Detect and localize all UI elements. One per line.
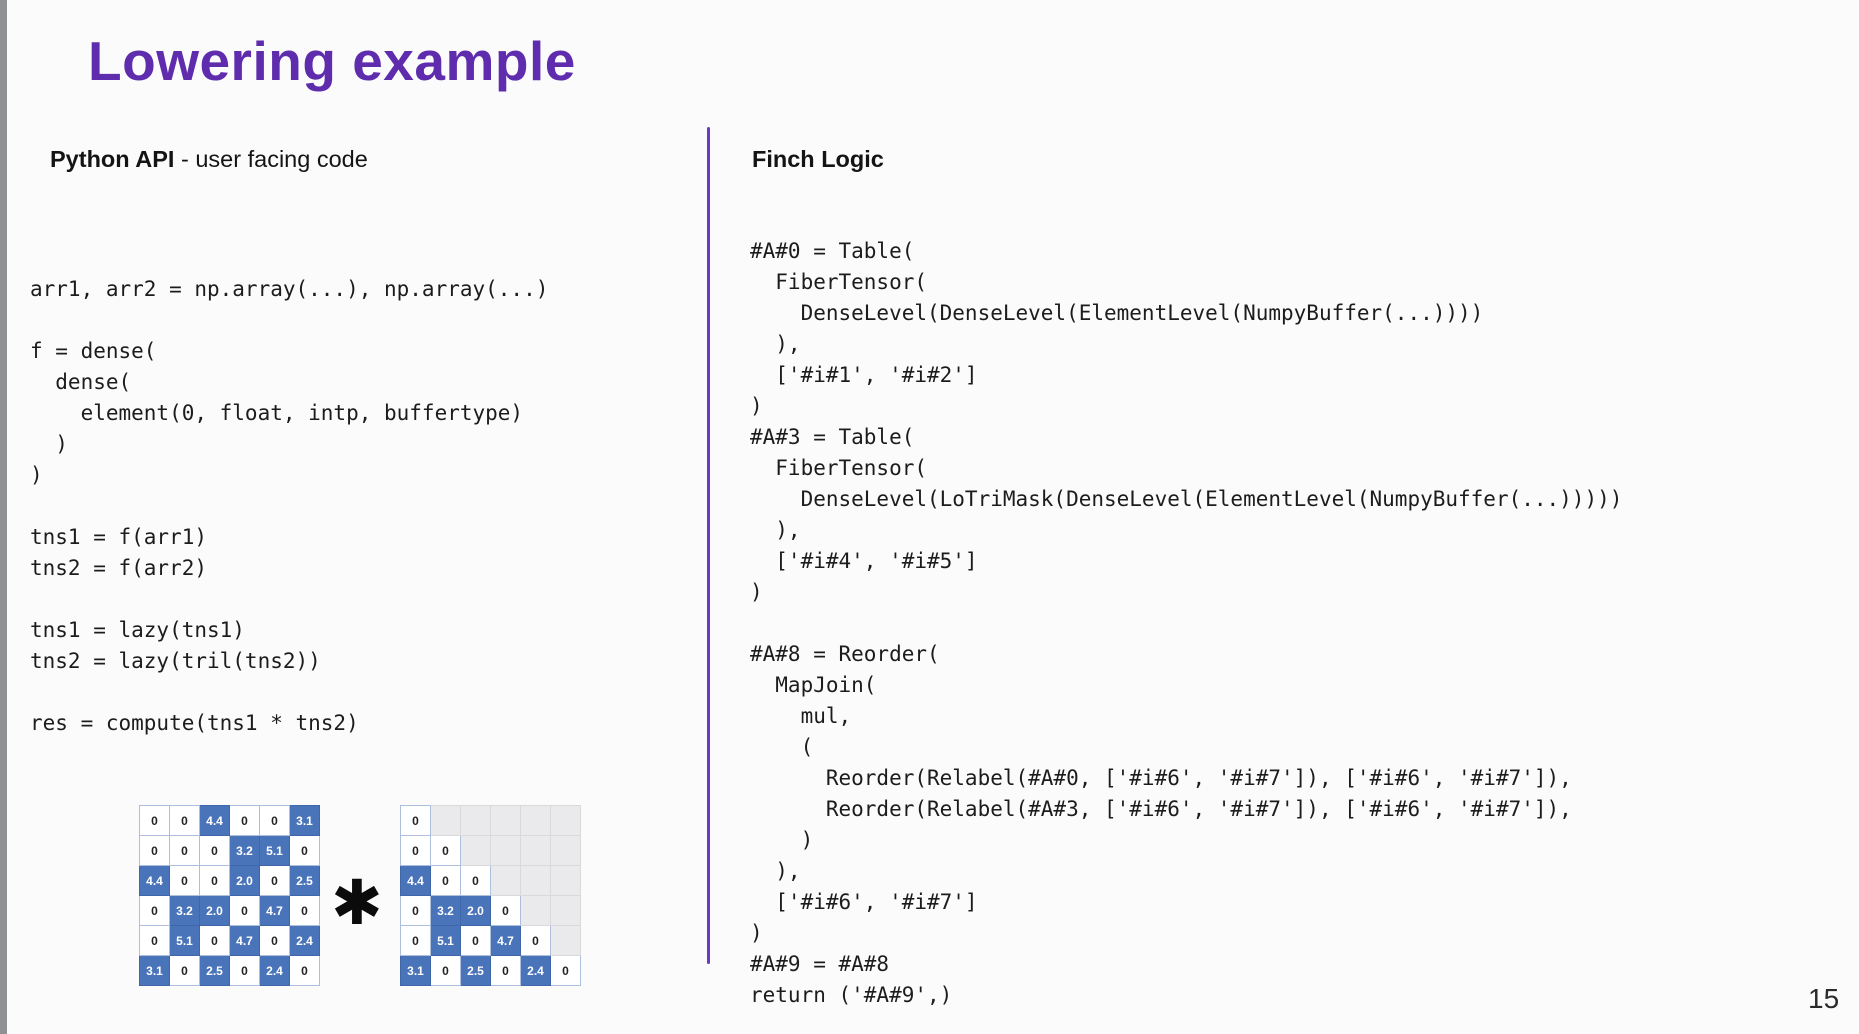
matrix-cell: 0 [430, 835, 461, 866]
matrix-cell: 0 [139, 895, 170, 926]
matrix-cell [550, 865, 581, 896]
matrix-cell: 0 [400, 895, 431, 926]
matrix-cell: 0 [139, 805, 170, 836]
matrix-cell: 0 [520, 925, 551, 956]
matrix-cell: 2.4 [259, 955, 290, 986]
matrix-cell: 0 [490, 895, 521, 926]
matrix-row: 0 [400, 805, 581, 836]
matrix-cell: 0 [289, 835, 320, 866]
matrix-cell [490, 865, 521, 896]
matrix-cell: 2.5 [460, 955, 491, 986]
matrix-cell [550, 925, 581, 956]
matrix-cell [460, 835, 491, 866]
matrix-cell: 0 [289, 955, 320, 986]
python-api-code: arr1, arr2 = np.array(...), np.array(...… [30, 277, 549, 735]
matrix-cell: 3.2 [229, 835, 260, 866]
matrix-cell: 3.1 [400, 955, 431, 986]
matrix-cell: 5.1 [430, 925, 461, 956]
matrix-cell [520, 835, 551, 866]
matrix-cell: 0 [169, 805, 200, 836]
matrix-cell: 2.0 [199, 895, 230, 926]
matrix-cell: 4.4 [139, 865, 170, 896]
matrix-cell: 0 [199, 925, 230, 956]
matrix-cell: 0 [229, 895, 260, 926]
matrix-cell [490, 835, 521, 866]
matrix-cell: 0 [169, 865, 200, 896]
matrix-cell [520, 895, 551, 926]
matrix-cell: 2.0 [460, 895, 491, 926]
matrix-cell: 0 [259, 925, 290, 956]
matrix-cell: 3.1 [289, 805, 320, 836]
matrix-cell: 0 [199, 835, 230, 866]
matrix-cell: 0 [289, 895, 320, 926]
matrix-cell: 4.7 [259, 895, 290, 926]
matrix-cell: 0 [430, 865, 461, 896]
matrix-cell: 0 [400, 835, 431, 866]
matrix-cell: 4.7 [229, 925, 260, 956]
matrix-cell: 0 [229, 955, 260, 986]
matrix-cell [520, 805, 551, 836]
matrix-cell: 0 [460, 925, 491, 956]
matrix-cell: 2.4 [520, 955, 551, 986]
page-number: 15 [1808, 983, 1840, 1014]
matrix-cell: 4.4 [199, 805, 230, 836]
window-edge [0, 0, 7, 1034]
column-divider [707, 127, 710, 964]
matrix-cell: 3.1 [139, 955, 170, 986]
left-panel-heading-rest: - user facing code [174, 146, 368, 172]
matrix-cell: 0 [430, 955, 461, 986]
matrix-cell: 0 [169, 835, 200, 866]
matrix-cell [490, 805, 521, 836]
matrix-cell: 0 [139, 835, 170, 866]
matrix-cell: 5.1 [259, 835, 290, 866]
matrix-cell [520, 865, 551, 896]
matrix-cell: 0 [199, 865, 230, 896]
matrix-cell: 3.2 [430, 895, 461, 926]
finch-logic-code: #A#0 = Table( FiberTensor( DenseLevel(De… [750, 239, 1623, 1007]
matrix-cell [430, 805, 461, 836]
matrix-cell: 2.5 [199, 955, 230, 986]
matrix-cell: 4.7 [490, 925, 521, 956]
multiply-operator-icon: ✱ [331, 866, 383, 939]
matrix-cell: 2.0 [229, 865, 260, 896]
matrix-cell: 0 [400, 925, 431, 956]
matrix-cell: 5.1 [169, 925, 200, 956]
matrix-cell: 0 [490, 955, 521, 986]
matrix-cell: 2.5 [289, 865, 320, 896]
matrix-cell [550, 835, 581, 866]
matrix-cell: 2.4 [289, 925, 320, 956]
matrix-cell: 0 [229, 805, 260, 836]
matrix-cell: 0 [259, 865, 290, 896]
matrix-cell: 4.4 [400, 865, 431, 896]
matrix-cell [550, 895, 581, 926]
matrix-cell: 0 [460, 865, 491, 896]
matrix-cell: 0 [400, 805, 431, 836]
matrix-cell [460, 805, 491, 836]
left-panel-heading: Python API - user facing code [50, 146, 368, 173]
page-title: Lowering example [88, 30, 576, 92]
right-panel-heading: Finch Logic [752, 146, 884, 172]
left-panel-heading-bold: Python API [50, 146, 175, 172]
matrix-cell: 3.2 [169, 895, 200, 926]
matrix-cell [550, 805, 581, 836]
matrix-cell: 0 [550, 955, 581, 986]
matrix-cell: 0 [139, 925, 170, 956]
matrix-cell: 0 [259, 805, 290, 836]
matrix-cell: 0 [169, 955, 200, 986]
